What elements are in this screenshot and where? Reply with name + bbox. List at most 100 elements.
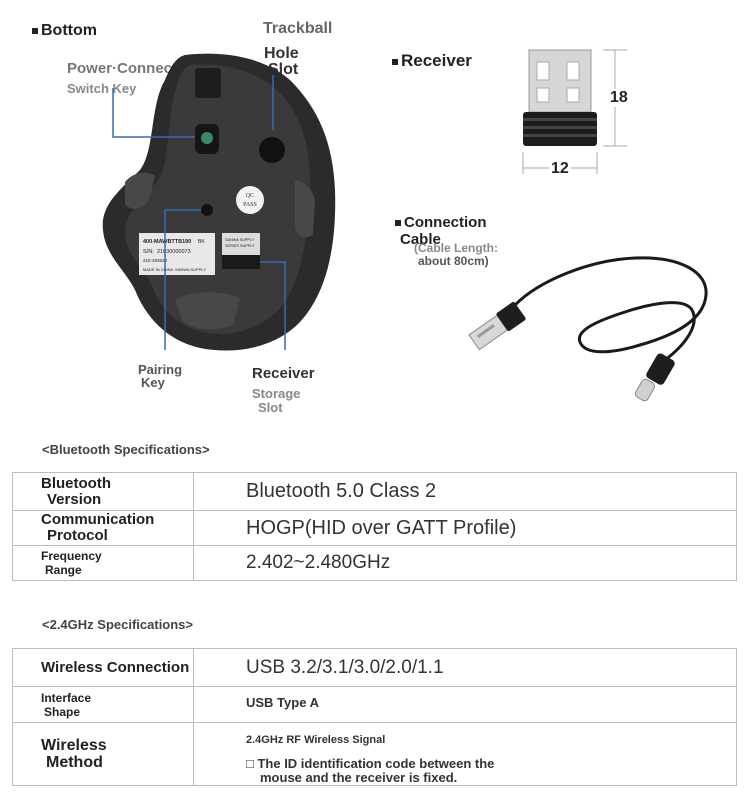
cable-length-line1: (Cable Length:: [414, 241, 498, 255]
slot-sticker-line2: SERIES SUPPLY: [225, 244, 255, 248]
mouse-bottom-illustration: QC PASS 400-MAWBTTB190 BK S/N: 210300000…: [102, 53, 336, 351]
usb-c-plug: [634, 353, 675, 402]
spec-label-line1: Wireless: [41, 737, 107, 754]
receiver-contact-3: [536, 87, 550, 103]
bluetooth-specs-table: Bluetooth Version Bluetooth 5.0 Class 2 …: [12, 472, 737, 581]
spec-label-line1: Frequency: [41, 549, 102, 563]
ghz-specs-table: Wireless Connection USB 3.2/3.1/3.0/2.0/…: [12, 648, 737, 786]
table-row: Interface Shape USB Type A: [12, 686, 737, 723]
usb-c-metal-shape: [634, 378, 656, 402]
sticker-code-text: 210-283624: [143, 258, 168, 263]
receiver-height-dimension: 18: [609, 89, 629, 107]
spec-label-line1: Interface: [41, 690, 92, 705]
receiver-width-dimension: 12: [549, 160, 571, 178]
spec-label-cell: Communication Protocol: [12, 510, 194, 546]
receiver-contact-4: [566, 87, 580, 103]
usb-receiver-illustration: [522, 49, 627, 174]
side-button-right: [295, 180, 315, 238]
receiver-slot-opening: [222, 255, 260, 269]
square-bullet-icon: [395, 220, 401, 227]
usb-a-plug: [468, 301, 526, 351]
trackball-hole-shape: [259, 137, 285, 163]
bottom-title: Bottom: [32, 22, 97, 40]
square-bullet-icon: [32, 27, 38, 34]
receiver-slot-sticker: [222, 233, 260, 259]
spec-label-line2: Method: [46, 754, 103, 771]
usb-a-housing-shape: [496, 301, 526, 332]
receiver-title: Receiver: [392, 51, 472, 71]
mouse-top-slot: [195, 68, 221, 98]
cable-wire: [513, 256, 708, 362]
sticker-badge-text: BK: [198, 239, 205, 245]
spec-value-cell: Bluetooth 5.0 Class 2: [193, 472, 737, 511]
connection-cable-title: Connection: [395, 214, 487, 231]
table-row: Wireless Method 2.4GHz RF Wireless Signa…: [12, 722, 737, 786]
sticker-brand-text: SANWA SUPPLY: [175, 267, 206, 272]
spec-value-cell: USB Type A: [193, 686, 737, 723]
trackball-hole-label: Hole: [264, 45, 299, 62]
receiver-ridge-1: [523, 118, 597, 121]
power-switch-knob: [201, 132, 213, 144]
bottom-foot-pad: [175, 292, 240, 330]
storage-label: Storage: [252, 386, 301, 401]
spec-label-cell: Frequency Range: [12, 545, 194, 581]
spec-label-line1: Wireless Connection: [41, 658, 190, 676]
pairing-key-shape: [201, 204, 213, 216]
spec-value-cell: USB 3.2/3.1/3.0/2.0/1.1: [193, 648, 737, 687]
spec-value-cell: HOGP(HID over GATT Profile): [193, 510, 737, 546]
sticker-sn-label: S/N:: [143, 249, 154, 255]
cable-length-line2: about 80cm): [418, 254, 489, 268]
receiver-ridge-2: [523, 126, 597, 129]
spec-label-cell: Bluetooth Version: [12, 472, 194, 511]
bottom-title-text: Bottom: [41, 22, 97, 39]
spec-value-cell: 2.402~2.480GHz: [193, 545, 737, 581]
sticker-origin-text: MADE IN CHINA: [143, 267, 174, 272]
usb-c-housing-shape: [646, 353, 675, 385]
receiver-ridge-3: [523, 134, 597, 137]
slot-sticker-line1: SANWA SUPPLY: [225, 238, 255, 242]
receiver-storage-label: Receiver: [252, 365, 315, 382]
receiver-contact-2: [566, 61, 580, 81]
table-row: Wireless Connection USB 3.2/3.1/3.0/2.0/…: [12, 648, 737, 687]
connection-title-text: Connection: [404, 214, 487, 231]
table-row: Bluetooth Version Bluetooth 5.0 Class 2: [12, 472, 737, 511]
spec-value-cell: 2.4GHz RF Wireless Signal □ The ID ident…: [193, 722, 737, 786]
spec-label-cell: Wireless Connection: [12, 648, 194, 687]
spec-label-line2: Protocol: [47, 527, 108, 544]
pairing-callout-line: [164, 209, 201, 350]
spec-value-main: 2.4GHz RF Wireless Signal: [246, 734, 386, 746]
receiver-slot-callout-line: [260, 261, 286, 350]
spec-label-cell: Interface Shape: [12, 686, 194, 723]
receiver-plug-shape: [528, 49, 592, 113]
qc-bottom-text: PASS: [243, 202, 257, 208]
sticker-sn-value: 21030000073: [157, 249, 191, 255]
pairing-key-label: Key: [141, 375, 165, 390]
cable-title-line2: Cable: [400, 231, 441, 248]
product-label-sticker: [139, 233, 215, 275]
spec-label-line2: Range: [45, 563, 82, 577]
receiver-contact-1: [536, 61, 550, 81]
table-row: Communication Protocol HOGP(HID over GAT…: [12, 510, 737, 546]
spec-label-line2: Shape: [44, 704, 81, 719]
spec-label-cell: Wireless Method: [12, 722, 194, 786]
qc-pass-sticker: [236, 186, 264, 214]
slot-label: Slot: [258, 400, 283, 415]
power-callout-line: [112, 88, 195, 138]
trackball-label: Trackball: [263, 20, 333, 37]
spec-note-line1: □ The ID identification code between the: [246, 756, 495, 771]
ghz-specs-title: <2.4GHz Specifications>: [42, 617, 194, 632]
receiver-title-text: Receiver: [401, 51, 472, 70]
spec-label-line1: Communication: [41, 511, 155, 528]
spec-label-line2: Version: [47, 490, 102, 508]
power-connection-label: Power·Connection: [67, 60, 200, 77]
spec-note-line2: mouse and the receiver is fixed.: [260, 770, 458, 785]
sticker-model-text: 400-MAWBTTB190: [143, 239, 191, 245]
usb-a-contact-shape: [476, 324, 495, 339]
qc-top-text: QC: [246, 193, 254, 199]
bluetooth-specs-title: <Bluetooth Specifications>: [42, 442, 210, 457]
switch-key-label: Switch Key: [67, 81, 137, 96]
square-bullet-icon: [392, 58, 398, 65]
usb-cable-illustration: [468, 256, 708, 402]
pairing-label: Pairing: [138, 362, 183, 377]
side-button-left: [125, 172, 155, 209]
